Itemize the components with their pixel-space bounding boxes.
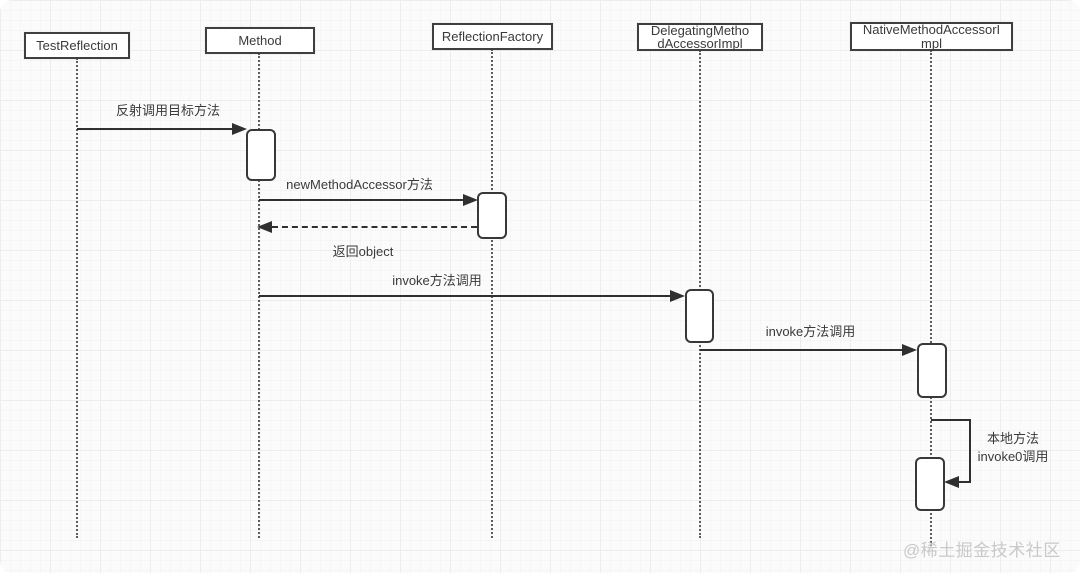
message-line-2	[259, 199, 464, 201]
actor-box-method: Method	[205, 27, 315, 54]
self-call-side-line	[969, 419, 971, 483]
activation-method	[246, 129, 276, 181]
message-line-3-return	[272, 226, 477, 228]
activation-reflectionfactory	[477, 192, 507, 239]
lifeline-nativemethodaccessorimpl	[930, 50, 932, 546]
activation-nativemethodaccessorimpl-2	[915, 457, 945, 511]
message-label-1: 反射调用目标方法	[115, 103, 220, 118]
actor-box-testreflection: TestReflection	[24, 32, 130, 59]
activation-delegatingmethodaccessorimpl	[685, 289, 714, 343]
actor-label-nativemethodaccessorimpl: NativeMethodAccessorI mpl	[862, 22, 1001, 51]
actor-box-delegatingmethodaccessorimpl: DelegatingMetho dAccessorImpl	[637, 23, 763, 51]
actor-label-delegatingmethodaccessorimpl: DelegatingMetho dAccessorImpl	[650, 22, 750, 51]
arrowhead-right-icon	[232, 123, 247, 135]
message-line-1	[77, 128, 234, 130]
arrowhead-right-icon	[463, 194, 478, 206]
actor-box-nativemethodaccessorimpl: NativeMethodAccessorI mpl	[850, 22, 1013, 51]
message-label-5: invoke方法调用	[765, 324, 856, 339]
arrowhead-left-icon	[257, 221, 272, 233]
arrowhead-right-icon	[902, 344, 917, 356]
lifeline-testreflection	[76, 58, 78, 538]
self-call-top-line	[931, 419, 971, 421]
message-line-5	[700, 349, 904, 351]
actor-label-testreflection: TestReflection	[36, 37, 118, 53]
message-label-3: 返回object	[332, 244, 394, 259]
self-call-bottom-line	[958, 481, 971, 483]
message-label-4: invoke方法调用	[392, 273, 482, 288]
arrowhead-left-icon	[944, 476, 959, 488]
arrowhead-right-icon	[670, 290, 685, 302]
activation-nativemethodaccessorimpl-1	[917, 343, 947, 398]
watermark-text: @稀土掘金技术社区	[903, 541, 1061, 560]
message-line-4	[259, 295, 672, 297]
message-label-2: newMethodAccessor方法	[286, 177, 433, 192]
message-label-6: 本地方法 invoke0调用	[977, 431, 1049, 464]
lifeline-reflectionfactory	[491, 49, 493, 538]
actor-label-reflectionfactory: ReflectionFactory	[441, 28, 544, 44]
actor-box-reflectionfactory: ReflectionFactory	[432, 23, 553, 50]
actor-label-method: Method	[238, 32, 282, 48]
